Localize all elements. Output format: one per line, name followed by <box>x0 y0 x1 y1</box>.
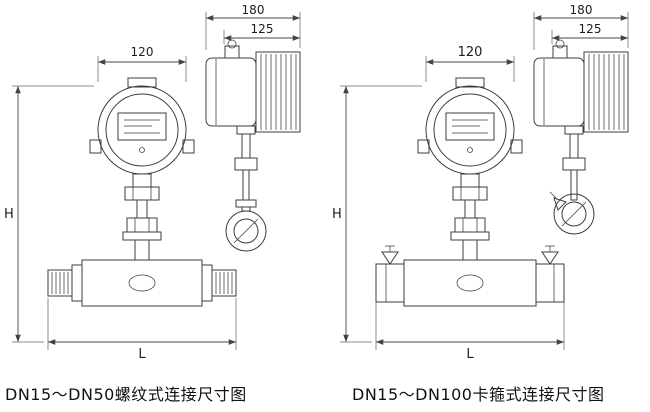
threaded-end-right <box>211 269 237 297</box>
cable-gland-right <box>510 139 523 154</box>
cable-gland-left <box>89 139 102 154</box>
dim-head-width-label: 120 <box>131 45 154 59</box>
heatsink-fins <box>255 51 301 133</box>
transmitter-side-view <box>533 39 629 235</box>
dim-housing-front-depth-label: 125 <box>251 22 274 36</box>
dim-housing-depth-label: 180 <box>242 3 265 17</box>
heatsink-fins <box>583 51 629 133</box>
clamp-end-left <box>375 245 405 303</box>
right-drawing-caption: DN15～DN100卡箍式连接尺寸图 <box>352 385 605 404</box>
dim-overall-height-label: H <box>4 207 14 222</box>
pipe-body <box>403 259 537 307</box>
threaded-end-left <box>47 269 73 297</box>
nameplate-oval <box>456 274 484 292</box>
dim-overall-length-label: L <box>138 347 146 362</box>
cable-gland-left <box>417 139 430 154</box>
dim-housing-front-depth-label: 125 <box>579 22 602 36</box>
cable-gland-right <box>182 139 195 154</box>
nameplate-oval <box>128 274 156 292</box>
clamp-ring-end-view <box>549 191 595 235</box>
right-drawing-clamp: 120 180 125 H L <box>332 3 629 362</box>
transmitter-side-view <box>205 39 301 252</box>
flowmeter-front-view <box>47 77 237 307</box>
pipe-body <box>81 259 203 307</box>
dimension-annotations-left: 120 180 125 H L <box>4 3 301 362</box>
dim-overall-length-label: L <box>466 347 474 362</box>
dim-head-width-label: 120 <box>458 45 483 60</box>
left-drawing-caption: DN15～DN50螺纹式连接尺寸图 <box>5 385 247 404</box>
dim-housing-depth-label: 180 <box>570 3 593 17</box>
clamp-end-right <box>535 245 565 303</box>
left-drawing-threaded: 120 180 125 H L <box>4 3 301 362</box>
dim-overall-height-label: H <box>332 207 342 222</box>
dimension-annotations-right: 120 180 125 H L <box>332 3 629 362</box>
union-nut-end-view <box>225 210 267 252</box>
flowmeter-front-view <box>375 77 565 307</box>
